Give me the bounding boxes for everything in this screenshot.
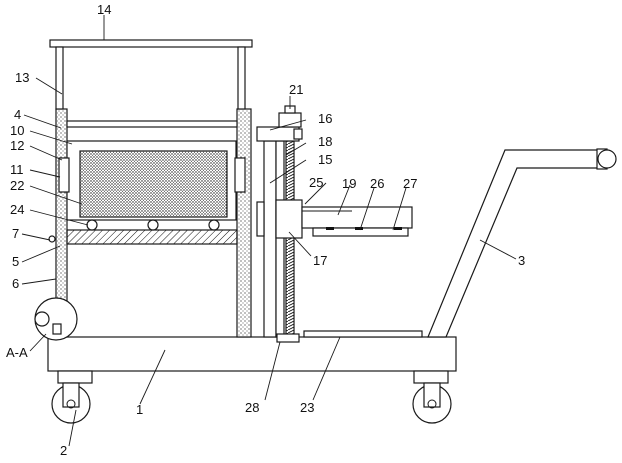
roller (209, 220, 219, 230)
base-plate (48, 337, 456, 371)
label-15: 15 (318, 152, 332, 167)
label-3: 3 (518, 253, 525, 268)
clip-left (59, 158, 69, 192)
filter-block (80, 151, 227, 217)
clamp-tooth (326, 227, 334, 230)
roller (148, 220, 158, 230)
roller (87, 220, 97, 230)
slider-left (257, 202, 264, 236)
top-cap (257, 127, 299, 141)
right-column-fill (238, 110, 250, 336)
support-plate (67, 230, 237, 244)
clamp-tooth (394, 227, 402, 230)
guide-inner (276, 141, 284, 337)
arm (302, 207, 412, 228)
label-17: 17 (313, 253, 327, 268)
label-18: 18 (318, 134, 332, 149)
label-26: 26 (370, 176, 384, 191)
top-handle-bar (50, 40, 252, 47)
label-6: 6 (12, 276, 19, 291)
guide-column (264, 141, 276, 337)
label-28: 28 (245, 400, 259, 415)
label-14: 14 (97, 2, 111, 17)
label-23: 23 (300, 400, 314, 415)
label-21: 21 (289, 82, 303, 97)
right-wheel (413, 371, 451, 423)
bottom-bearing (277, 334, 299, 342)
pin (49, 236, 55, 242)
label-5: 5 (12, 254, 19, 269)
clamp-tooth (355, 227, 363, 230)
clip-right (235, 158, 245, 192)
frame-top-bar (67, 121, 237, 127)
top-bearing (294, 129, 302, 139)
label-11: 11 (10, 162, 24, 177)
label-12: 12 (10, 138, 24, 153)
side-disc-hub (35, 312, 49, 326)
top-handle-rod-right (238, 47, 245, 109)
side-disc-clip (53, 324, 61, 334)
label-1: 1 (136, 402, 143, 417)
label-13: 13 (15, 70, 29, 85)
label-25: 25 (309, 175, 323, 190)
label-24: 24 (10, 202, 24, 217)
label-27: 27 (403, 176, 417, 191)
label-4: 4 (14, 107, 21, 122)
label-section: A-A (6, 345, 28, 360)
top-handle-rod-left (56, 47, 63, 109)
label-10: 10 (10, 123, 24, 138)
label-16: 16 (318, 111, 332, 126)
label-19: 19 (342, 176, 356, 191)
label-2: 2 (60, 443, 67, 458)
left-wheel (52, 371, 92, 423)
label-7: 7 (12, 226, 19, 241)
floor-plate (304, 331, 422, 337)
label-22: 22 (10, 178, 24, 193)
push-handle (428, 149, 616, 337)
